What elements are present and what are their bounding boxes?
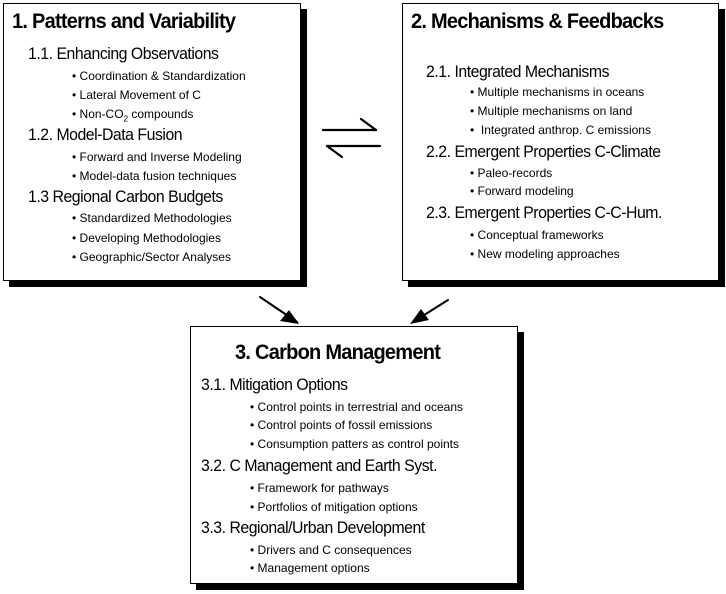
list-item: • Coordination & Standardization (72, 69, 246, 83)
list-item: • Non-CO2 compounds (72, 107, 194, 124)
bullet: • (250, 561, 255, 575)
bullet: • (250, 543, 255, 557)
bullet: • (72, 150, 77, 164)
list-item: • Consumption patters as control points (250, 437, 459, 451)
list-item: • New modeling approaches (470, 247, 620, 261)
list-item: • Forward and Inverse Modeling (72, 150, 242, 164)
list-item: • Multiple mechanisms in oceans (470, 85, 645, 99)
bullet: • (72, 69, 77, 83)
box-title: 3. Carbon Management (235, 340, 441, 364)
bullet: • (470, 104, 475, 118)
bullet: • (250, 500, 255, 514)
patterns-variability-box: 1. Patterns and Variability 1.1. Enhanci… (3, 3, 301, 281)
list-item: • Control points in terrestrial and ocea… (250, 400, 463, 414)
section-heading: 1.2. Model-Data Fusion (28, 125, 183, 144)
section-heading: 3.2. C Management and Earth Syst. (201, 456, 438, 475)
list-item: • Management options (250, 561, 370, 575)
section-heading: 1.3 Regional Carbon Budgets (28, 187, 223, 206)
box-title: 1. Patterns and Variability (12, 9, 236, 33)
list-item: • Framework for pathways (250, 481, 389, 495)
bullet: • (72, 88, 77, 102)
arrowhead (410, 309, 429, 324)
bullet: • (250, 418, 255, 432)
section-heading: 2.3. Emergent Properties C-C-Hum. (426, 203, 662, 222)
list-item: • Forward modeling (470, 184, 574, 198)
bullet: • (72, 169, 77, 183)
bullet: • (250, 481, 255, 495)
section-heading: 2.2. Emergent Properties C-Climate (426, 142, 661, 161)
bullet: • (470, 85, 475, 99)
list-item: • Geographic/Sector Analyses (72, 250, 231, 264)
bullet: • (250, 400, 255, 414)
bullet: • (250, 437, 255, 451)
bullet: • (470, 184, 475, 198)
bullet: • (470, 123, 475, 137)
box-title: 2. Mechanisms & Feedbacks (411, 9, 664, 33)
list-item: • Lateral Movement of C (72, 88, 201, 102)
list-item: • Developing Methodologies (72, 231, 221, 245)
section-heading: 1.1. Enhancing Observations (28, 44, 219, 63)
carbon-management-box: 3. Carbon Management 3.1. Mitigation Opt… (190, 326, 518, 584)
list-item: • Conceptual frameworks (470, 228, 604, 242)
bidirectional-arrow-icon (321, 117, 382, 159)
list-item: • Model-data fusion techniques (72, 169, 237, 183)
section-heading: 3.3. Regional/Urban Development (201, 518, 425, 537)
list-item: • Paleo-records (470, 166, 553, 180)
section-heading: 3.1. Mitigation Options (201, 375, 348, 394)
list-item: • Control points of fossil emissions (250, 418, 433, 432)
list-item: • Standardized Methodologies (72, 211, 232, 225)
list-item: • Portfolios of mitigation options (250, 500, 418, 514)
mechanisms-feedbacks-box: 2. Mechanisms & Feedbacks 2.1. Integrate… (402, 3, 719, 281)
bullet: • (470, 166, 475, 180)
bullet: • (72, 107, 77, 121)
bullet: • (470, 228, 475, 242)
section-heading: 2.1. Integrated Mechanisms (426, 62, 610, 81)
list-item: • Multiple mechanisms on land (470, 104, 633, 118)
bullet: • (72, 250, 77, 264)
bullet: • (72, 231, 77, 245)
bullet: • (72, 211, 77, 225)
list-item: • Drivers and C consequences (250, 543, 412, 557)
list-item: • Integrated anthrop. C emissions (470, 123, 651, 137)
bullet: • (470, 247, 475, 261)
arrowhead (280, 310, 299, 324)
